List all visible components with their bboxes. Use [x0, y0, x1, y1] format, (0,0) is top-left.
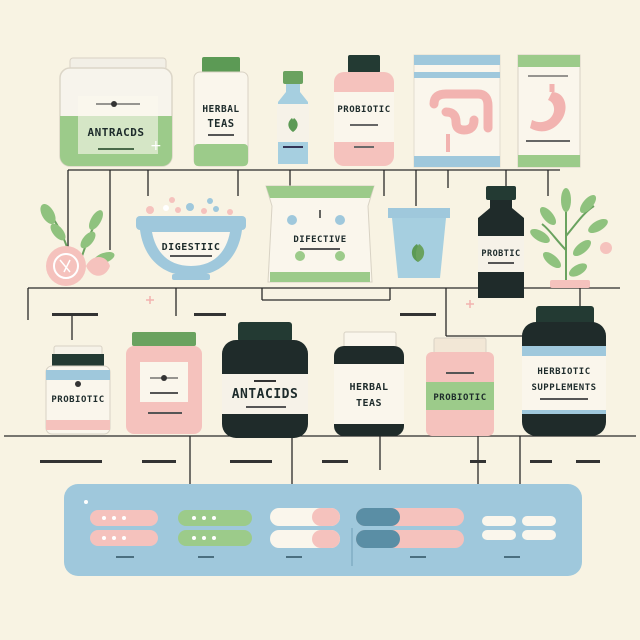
probiotic-pink-jar-label: PROBIOTIC	[433, 393, 486, 403]
probiotic-label: PROBIOTIC	[337, 105, 390, 115]
plant-icon	[530, 188, 612, 288]
small-herbal-bottle	[277, 71, 309, 164]
leaf-icon	[288, 118, 298, 132]
plus-icon: +	[150, 138, 162, 154]
antacids-glass-jar: ANTRACDS +	[59, 57, 173, 167]
intestine-poster	[413, 54, 501, 168]
herbal-teas-label-line2: TEAS	[207, 118, 234, 130]
herbal-teas-label-line1: HERBAL	[202, 104, 239, 115]
digestive-bowl-label: DIGESTIIC	[162, 242, 221, 253]
probiotic-jar-label: PROBIOTIC	[51, 395, 104, 405]
middle-tiny-labels	[52, 313, 436, 316]
antacids-dark-jar: ANTACIDS	[222, 322, 308, 438]
intestine-icon	[429, 89, 493, 135]
probiotic-pink-jar: PROBIOTIC	[426, 337, 494, 436]
stomach-poster	[517, 54, 581, 168]
supplements-jar: HERBIOTIC SUPPLEMENTS	[522, 306, 606, 436]
herbal-teas-dark-label-line1: HERBAL	[349, 382, 388, 393]
pink-jar	[126, 332, 202, 434]
pill-icon	[90, 508, 556, 548]
probiotic-pink-bottle: PROBIOTIC	[334, 55, 394, 166]
herbal-teas-bottle: HERBAL TEAS	[193, 57, 249, 167]
herbal-teas-dark-jar: HERBAL TEAS	[334, 331, 404, 436]
plant-icon	[40, 204, 115, 265]
top-shelf-lines	[67, 169, 560, 258]
probiotic-jar: PROBIOTIC	[45, 345, 111, 435]
supplements-label-line2: SUPPLEMENTS	[531, 383, 596, 393]
pill-tray-tiny-labels	[116, 556, 520, 558]
antacids-label: ANTRACDS	[88, 126, 145, 139]
digestive-bowl: DIGESTIIC	[136, 197, 246, 280]
probiotic-dark-label: PROBTIC	[481, 249, 520, 259]
stomach-icon	[530, 84, 566, 132]
probiotic-dark-bottle: PROBTIC	[478, 186, 524, 298]
plant-with-fruit	[40, 204, 115, 286]
digestive-pouch-label: DIFECTIVE	[293, 235, 346, 245]
digestive-pouch: DIFECTIVE	[265, 185, 375, 283]
pill-tray	[64, 484, 582, 576]
herbal-teas-dark-label-line2: TEAS	[356, 398, 382, 409]
bottom-tiny-labels	[40, 460, 600, 463]
sparkle-icon	[146, 296, 474, 308]
blue-cup	[388, 208, 450, 278]
supplements-label-line1: HERBIOTIC	[537, 367, 590, 377]
antacids-dark-label: ANTACIDS	[232, 387, 299, 402]
leaf-icon	[411, 244, 425, 262]
